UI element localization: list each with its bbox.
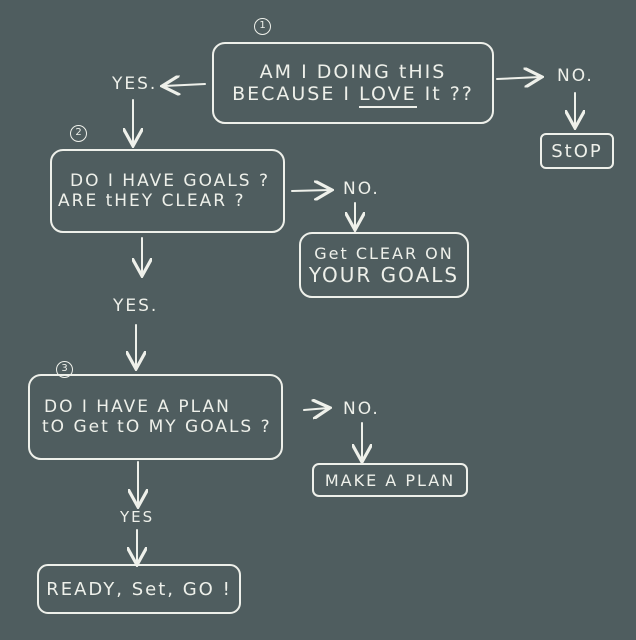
- arrow-q2-to-no: [291, 190, 330, 191]
- question-love-line1: AM I DOING tHIS: [259, 61, 447, 83]
- question-love-line2: BECAUSE I LOVE It ??: [232, 83, 474, 108]
- question-plan-line1: DO I HAVE A PLAN: [44, 397, 231, 417]
- arrow-q3-to-no: [303, 408, 328, 410]
- ready-set-go-label: READY, Set, GO !: [46, 578, 232, 600]
- arrow-q1-to-yes: [164, 84, 206, 86]
- make-plan-label: MAKE A PLAN: [324, 470, 456, 490]
- question-goals-box: DO I HAVE GOALS ? ARE tHEY CLEAR ?: [50, 149, 285, 233]
- question-love-emphasis: LOVE: [359, 83, 417, 108]
- no-label-3: NO.: [343, 399, 380, 419]
- no-label-2: NO.: [343, 179, 380, 199]
- question-love-box: AM I DOING tHIS BECAUSE I LOVE It ??: [212, 42, 494, 124]
- step-number-3: 3: [56, 361, 73, 378]
- ready-set-go-box: READY, Set, GO !: [37, 564, 241, 614]
- question-goals-line1: DO I HAVE GOALS ?: [70, 171, 270, 191]
- question-love-line2-start: BECAUSE I: [232, 83, 360, 105]
- question-plan-line2: tO Get tO MY GOALS ?: [42, 417, 272, 437]
- arrow-q1-to-no: [496, 77, 540, 79]
- no-label-1: NO.: [557, 66, 594, 86]
- question-goals-line2: ARE tHEY CLEAR ?: [58, 191, 246, 211]
- get-clear-box: Get CLEAR ON YOUR GOALS: [299, 232, 469, 298]
- yes-label-2: YES.: [113, 296, 159, 316]
- question-love-line2-end: It ??: [416, 83, 474, 105]
- question-plan-box: DO I HAVE A PLAN tO Get tO MY GOALS ?: [28, 374, 283, 460]
- stop-box: StOP: [540, 133, 614, 169]
- make-plan-box: MAKE A PLAN: [312, 463, 468, 497]
- get-clear-line1: Get CLEAR ON: [314, 243, 454, 263]
- step-number-1: 1: [254, 18, 271, 35]
- yes-label-3: YES: [120, 508, 155, 526]
- stop-label: StOP: [551, 140, 603, 162]
- yes-label-1: YES.: [112, 74, 158, 94]
- step-number-2: 2: [70, 125, 87, 142]
- get-clear-line2: YOUR GOALS: [308, 262, 460, 287]
